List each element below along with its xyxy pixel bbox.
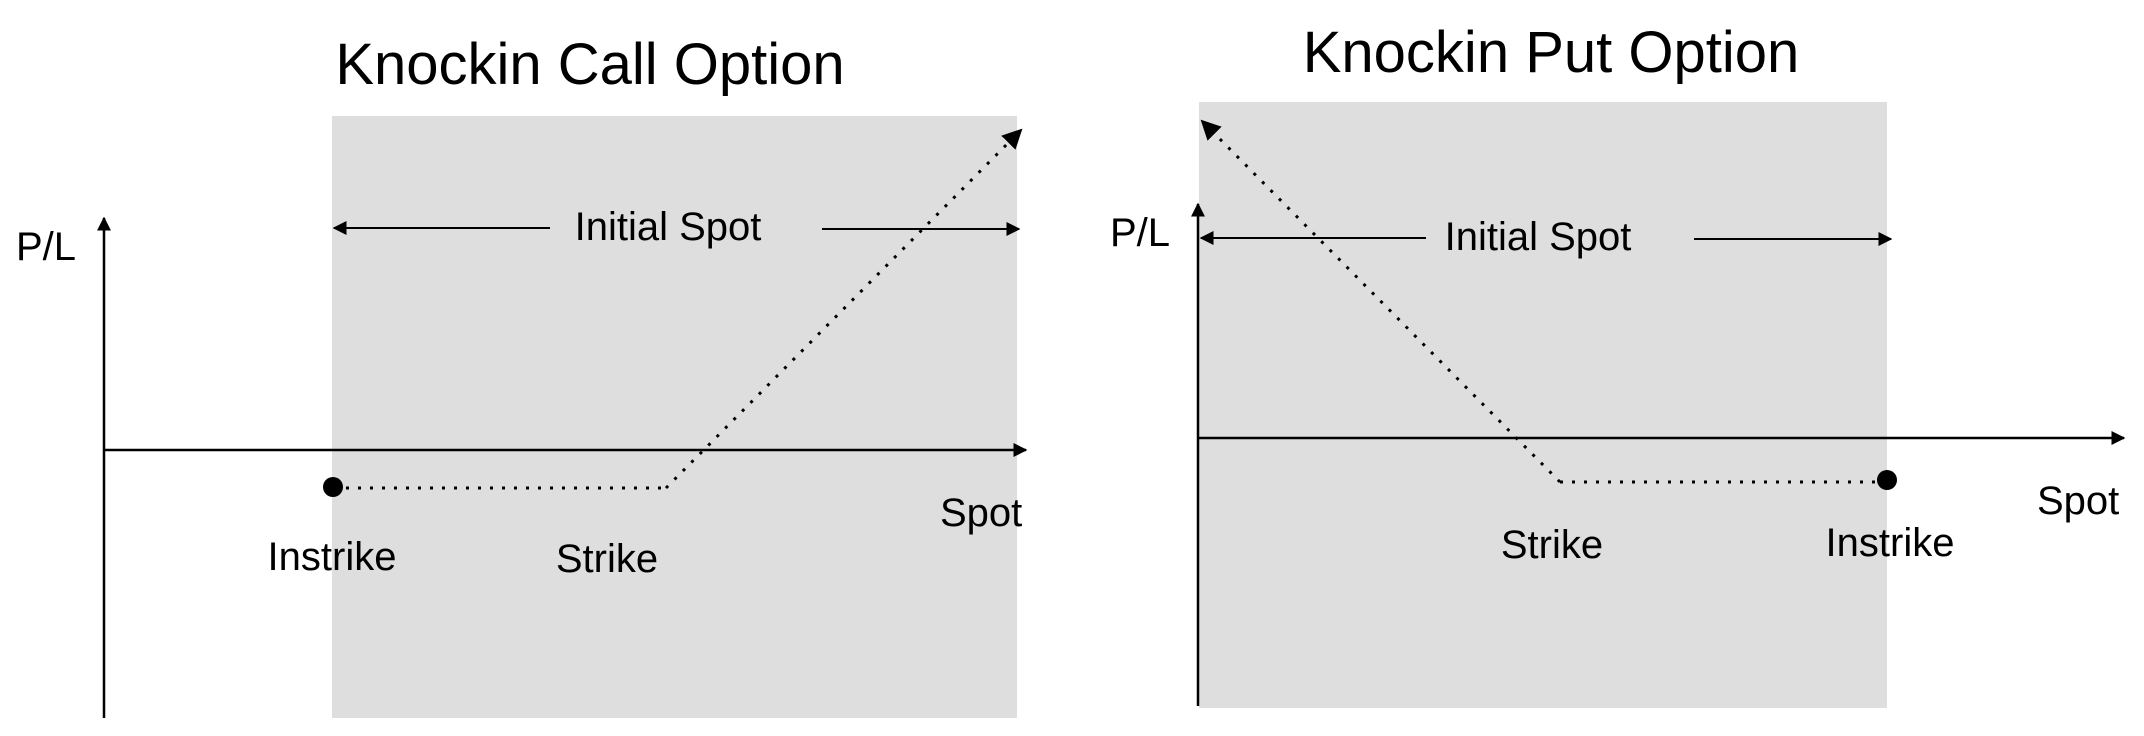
call-x-axis-label: Spot	[940, 491, 1022, 535]
call-y-axis-label: P/L	[16, 225, 76, 269]
call-range-label: Initial Spot	[575, 205, 762, 249]
put-strike-label: Strike	[1501, 523, 1603, 567]
call-panel-title: Knockin Call Option	[335, 32, 844, 97]
call-payoff-rising	[664, 128, 1023, 490]
put-knockin-region	[1199, 102, 1887, 708]
put-instrike-dot	[1877, 470, 1897, 490]
put-instrike-label: Instrike	[1826, 521, 1955, 565]
put-option-panel: Knockin Put Option P/L Spot Initial Spot…	[1110, 20, 2126, 708]
call-instrike-label: Instrike	[268, 535, 397, 579]
call-knockin-region	[332, 116, 1017, 718]
put-range-label: Initial Spot	[1445, 215, 1632, 259]
put-panel-title: Knockin Put Option	[1303, 20, 1800, 85]
put-y-axis-label: P/L	[1110, 211, 1170, 255]
put-x-axis-label: Spot	[2037, 479, 2119, 523]
call-instrike-dot	[323, 477, 343, 497]
call-strike-label: Strike	[556, 537, 658, 581]
put-payoff-falling	[1200, 119, 1562, 484]
call-option-panel: Knockin Call Option P/L Spot Initial Spo…	[16, 32, 1028, 718]
